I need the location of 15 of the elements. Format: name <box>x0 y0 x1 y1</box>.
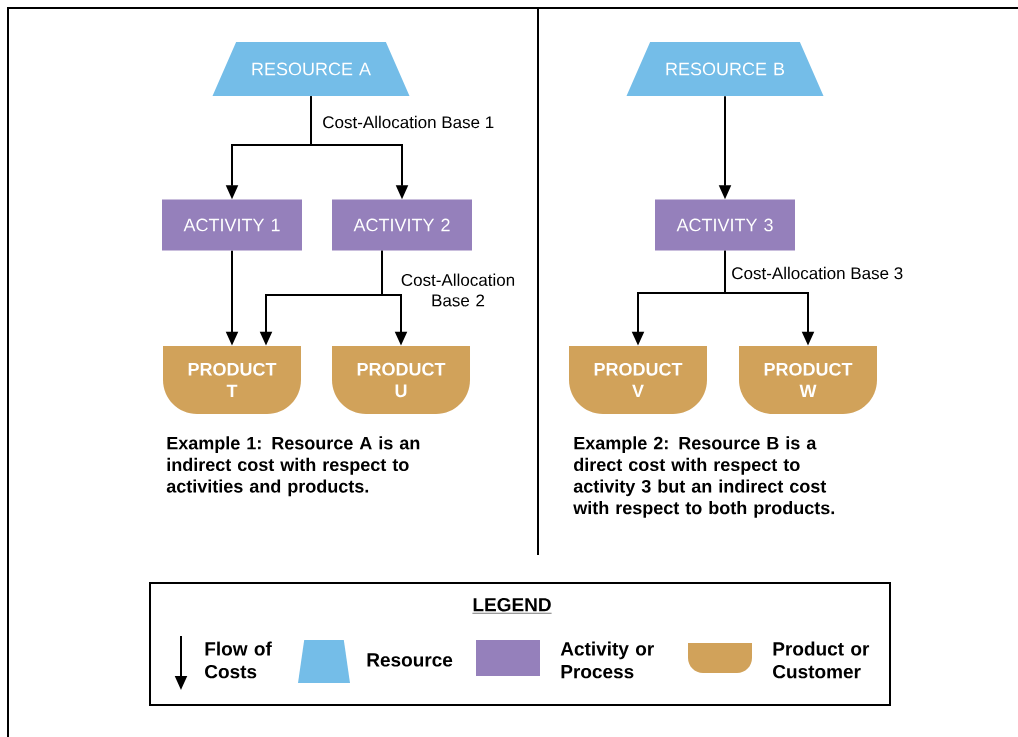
edge-label: Cost-Allocation Base 2 <box>401 273 515 307</box>
legend-title: LEGEND <box>472 597 552 614</box>
legend-text: Product or Customer <box>773 641 870 679</box>
example-note: Example 2: Resource B is a direct cost with respect to activity 3 but an indirect cost with respect to both products. <box>573 436 835 518</box>
resource-trapezoid: RESOURCE A <box>212 42 410 96</box>
activity-box: ACTIVITY 3 <box>655 199 795 251</box>
legend-text: Resource <box>367 653 453 667</box>
legend-text: Flow of Costs <box>205 641 272 679</box>
edge-label: Cost-Allocation Base 1 <box>322 115 495 129</box>
example-note: Example 1: Resource A is an indirect cost with respect to activities and products. <box>166 436 420 497</box>
activity-box: ACTIVITY 1 <box>162 199 302 251</box>
edge-label: Cost-Allocation Base 3 <box>731 266 904 280</box>
legend-text: Activity or Process <box>560 641 654 679</box>
activity-box: ACTIVITY 2 <box>332 199 472 251</box>
resource-trapezoid: RESOURCE B <box>626 42 824 96</box>
